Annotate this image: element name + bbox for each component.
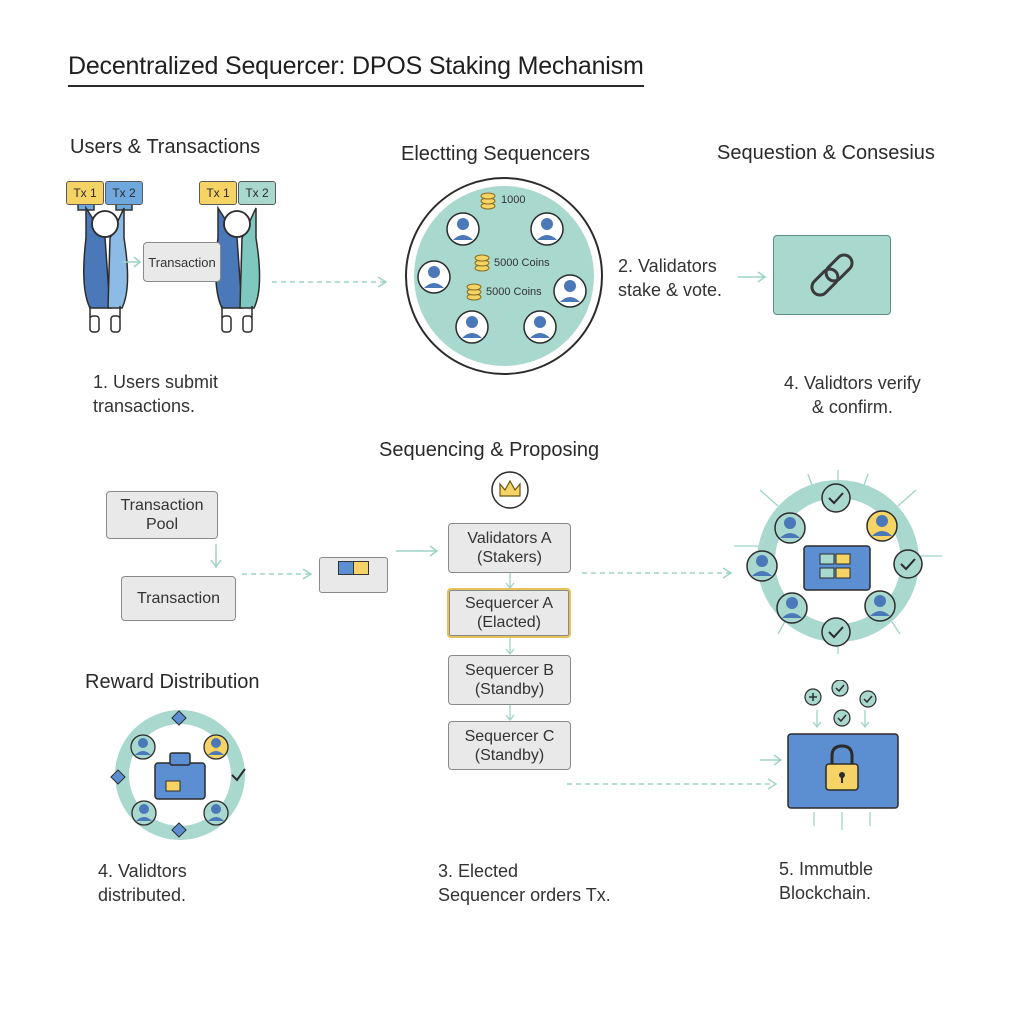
user-icon	[417, 260, 451, 294]
blockchain-lock	[787, 680, 899, 830]
diamond-icon	[171, 710, 187, 726]
user-icon	[774, 512, 806, 544]
sequencer-b-box: Sequercer B(Standby)	[448, 655, 571, 705]
user-figure-2	[215, 205, 261, 333]
check-icon	[821, 483, 851, 513]
arrow-block-to-validators	[396, 545, 439, 557]
heading-electing: Electting Sequencers	[401, 143, 591, 165]
diamond-icon	[171, 822, 187, 838]
user-icon	[530, 212, 564, 246]
sequencer-connectors	[505, 573, 515, 722]
heading-users: Users & Transactions	[70, 136, 261, 158]
user-icon	[446, 212, 480, 246]
election-circle: 1000 5000 Coins 5000 Coins	[405, 177, 603, 375]
user-icon	[746, 550, 778, 582]
coin-label-1: 1000	[501, 194, 525, 206]
heading-sequencing: Sequencing & Proposing	[379, 439, 600, 461]
crown-icon	[491, 471, 529, 509]
sequencer-c-box: Sequercer C(Standby)	[448, 721, 571, 770]
user-icon	[866, 510, 898, 542]
arrow-pool-down	[210, 544, 222, 569]
tx1-tag-user1: Tx 1	[66, 181, 104, 205]
arrow-to-chain	[738, 271, 767, 283]
arrow-transaction-to-block	[242, 568, 313, 580]
arrow-into-lock	[760, 754, 783, 766]
tx1-tag-user2: Tx 1	[199, 181, 237, 205]
transaction-box-small: Transaction	[143, 242, 221, 282]
user-icon	[523, 310, 557, 344]
user-icon	[553, 274, 587, 308]
reward-ring	[110, 710, 246, 840]
check-icon	[859, 690, 877, 708]
consensus-box	[773, 235, 891, 315]
sequencer-a-box: Sequercer A(Elacted)	[447, 588, 571, 638]
coin-stack-icon	[474, 254, 490, 272]
validators-a-box: Validators A(Stakers)	[448, 523, 571, 573]
tx2-tag-user2: Tx 2	[238, 181, 276, 205]
user-icon	[776, 592, 808, 624]
user-figure-1	[77, 197, 133, 333]
check-icon	[831, 680, 849, 697]
user-icon	[130, 734, 156, 760]
arrow-to-verify-ring	[582, 567, 733, 579]
user-icon	[455, 310, 489, 344]
verify-ring	[734, 470, 942, 654]
coin-stack-icon	[480, 192, 496, 210]
check-icon	[821, 617, 851, 647]
check-icon	[833, 709, 851, 727]
user-icon	[203, 800, 229, 826]
transaction-box: Transaction	[121, 576, 236, 621]
users-illustration	[77, 197, 261, 333]
user-icon	[203, 734, 229, 760]
coin-label-2: 5000 Coins	[494, 257, 550, 269]
coin-stack-icon	[466, 283, 482, 301]
user-icon	[864, 590, 896, 622]
tx2-tag-user1: Tx 2	[105, 181, 143, 205]
chain-link-icon	[810, 253, 854, 297]
page-title: Decentralized Sequercer: DPOS Staking Me…	[68, 52, 644, 87]
coin-label-3: 5000 Coins	[486, 286, 542, 298]
check-icon	[893, 549, 923, 579]
user-icon	[131, 800, 157, 826]
transaction-block	[319, 557, 388, 593]
diamond-icon	[110, 769, 126, 785]
plus-icon	[804, 688, 822, 706]
caption-step4a: 4. Validtors verify& confirm.	[784, 373, 921, 417]
heading-reward: Reward Distribution	[85, 671, 260, 693]
arrow-to-blockchain	[567, 778, 778, 790]
padlock-icon	[825, 744, 859, 791]
check-icon	[231, 768, 246, 782]
arrow-users-to-election	[272, 276, 388, 288]
heading-consensus: Sequestion & Consesius	[717, 142, 935, 164]
